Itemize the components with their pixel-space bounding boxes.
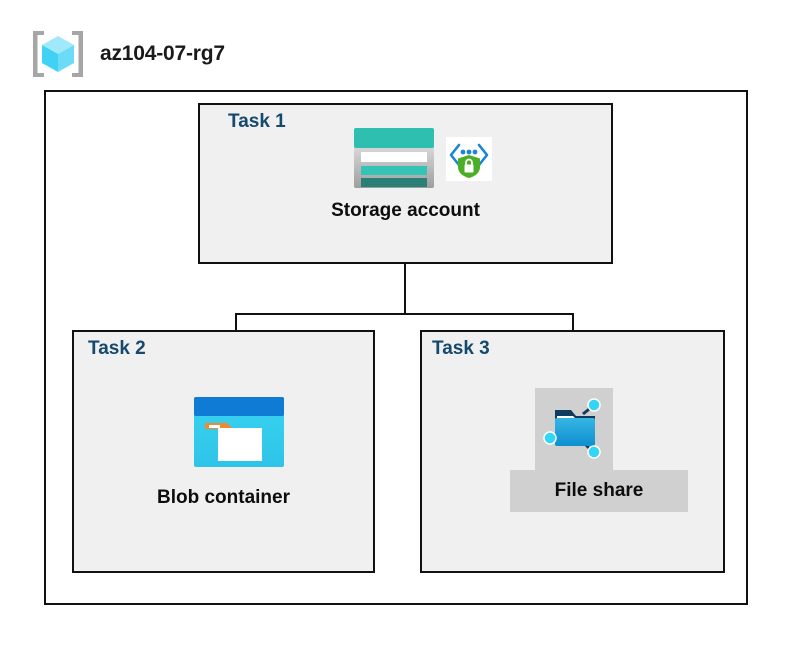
file-share-icon <box>541 392 609 464</box>
storage-account-icon <box>352 126 436 190</box>
file-share-icon-highlight <box>535 388 613 470</box>
blob-container-icon <box>193 396 285 468</box>
file-share-label: File share <box>510 470 688 512</box>
task-1-label: Task 1 <box>228 111 286 132</box>
task-2-label: Task 2 <box>88 338 146 359</box>
resource-group-icon <box>30 28 86 80</box>
blob-container-label: Blob container <box>156 487 290 508</box>
connector-storage-to-branch <box>404 264 406 314</box>
storage-account-label: Storage account <box>331 200 480 221</box>
secure-endpoint-lock-icon <box>446 137 492 181</box>
resource-group-title: az104-07-rg7 <box>100 42 225 65</box>
resource-group-header: az104-07-rg7 <box>30 28 225 80</box>
task-3-label: Task 3 <box>432 338 490 359</box>
connector-horizontal-branch <box>235 313 574 315</box>
